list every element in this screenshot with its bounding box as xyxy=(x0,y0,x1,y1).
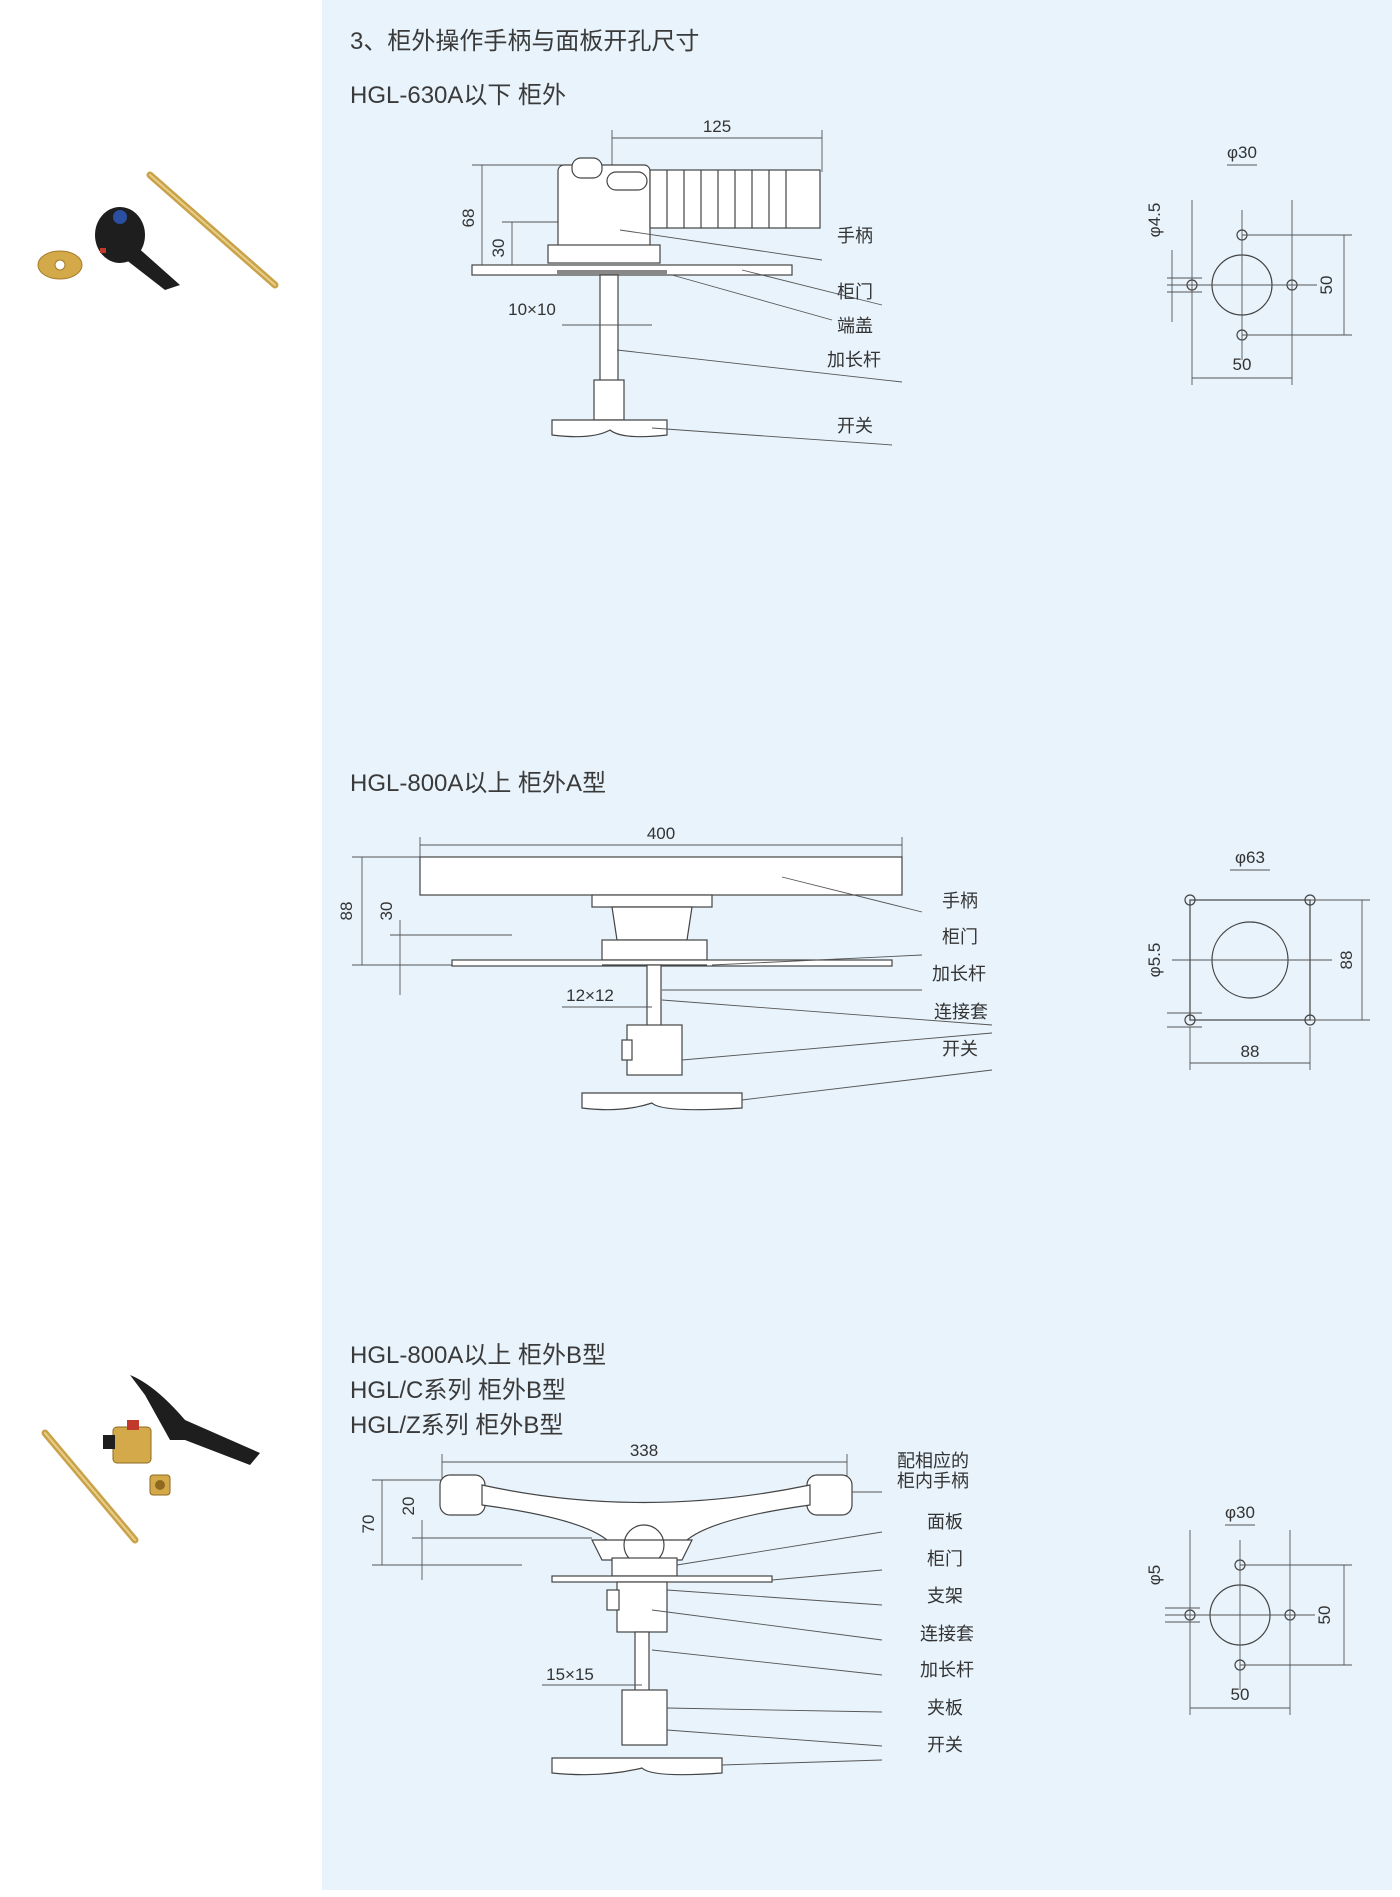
handle-product-photo-1 xyxy=(37,171,279,290)
label-4: 开关 xyxy=(942,1039,978,1059)
dim-shaft: 12×12 xyxy=(566,986,614,1005)
label-3: 加长杆 xyxy=(827,350,881,370)
label-0: 手柄 xyxy=(942,891,978,911)
section-1-title: HGL-630A以下 柜外 xyxy=(350,82,567,109)
label-6: 夹板 xyxy=(927,1698,963,1718)
section-3-title-1: HGL-800A以上 柜外B型 xyxy=(350,1342,607,1369)
panel-cutout-2: φ63 φ5.5 88 88 xyxy=(1145,848,1370,1070)
label-0b: 柜内手柄 xyxy=(897,1471,969,1491)
section-3-title-2: HGL/C系列 柜外B型 xyxy=(350,1377,567,1404)
label-5: 加长杆 xyxy=(920,1660,974,1680)
section-1-drawing: 125 68 30 10×10 手柄 柜门 端盖 加长 xyxy=(322,110,1392,470)
dim-inner: 30 xyxy=(377,902,396,921)
cutout-w: 88 xyxy=(1241,1042,1260,1061)
panel-cutout-1: φ30 φ4.5 50 50 xyxy=(1145,143,1352,385)
cutout-h: 88 xyxy=(1337,951,1356,970)
cutout-diameter: φ30 xyxy=(1225,1503,1255,1522)
cutout-h: 50 xyxy=(1315,1606,1334,1625)
cutout-hole: φ4.5 xyxy=(1145,203,1164,238)
dim-height: 68 xyxy=(459,209,478,228)
dim-inner: 30 xyxy=(489,239,508,258)
dim-width: 338 xyxy=(630,1441,658,1460)
cutout-w: 50 xyxy=(1233,355,1252,374)
content-panel xyxy=(322,0,1392,1890)
dim-width: 125 xyxy=(703,117,731,136)
dim-height: 70 xyxy=(359,1515,378,1534)
dim-shaft: 15×15 xyxy=(546,1665,594,1684)
label-3: 支架 xyxy=(927,1586,963,1606)
label-0a: 配相应的 xyxy=(897,1451,969,1471)
cutout-hole: φ5 xyxy=(1145,1565,1164,1585)
label-2: 加长杆 xyxy=(932,964,986,984)
label-3: 连接套 xyxy=(934,1002,988,1022)
panel-cutout-3: φ30 φ5 50 50 xyxy=(1145,1503,1352,1715)
label-1: 柜门 xyxy=(837,282,873,302)
cutout-hole: φ5.5 xyxy=(1145,943,1164,978)
label-7: 开关 xyxy=(927,1735,963,1755)
label-2: 柜门 xyxy=(927,1549,963,1569)
label-1: 柜门 xyxy=(942,927,978,947)
label-4: 开关 xyxy=(837,416,873,436)
handle-product-photo-2 xyxy=(41,1375,260,1544)
dim-height: 88 xyxy=(337,902,356,921)
label-0: 手柄 xyxy=(837,226,873,246)
cutout-diameter: φ63 xyxy=(1235,848,1265,867)
section-3-drawing: 338 70 20 15×15 配相应的 柜内手柄 面板 柜门 支架 xyxy=(322,1440,1392,1790)
cutout-diameter: φ30 xyxy=(1227,143,1257,162)
dim-shaft: 10×10 xyxy=(508,300,556,319)
section-heading: 3、柜外操作手柄与面板开孔尺寸 xyxy=(350,28,700,55)
section-2-title: HGL-800A以上 柜外A型 xyxy=(350,770,607,797)
dim-width: 400 xyxy=(647,824,675,843)
cutout-w: 50 xyxy=(1231,1685,1250,1704)
section-3-title-3: HGL/Z系列 柜外B型 xyxy=(350,1412,564,1439)
cutout-h: 50 xyxy=(1317,276,1336,295)
label-1: 面板 xyxy=(927,1512,963,1532)
label-4: 连接套 xyxy=(920,1624,974,1644)
label-2: 端盖 xyxy=(837,316,873,336)
dim-inner: 20 xyxy=(399,1497,418,1516)
section-2-drawing: 400 88 30 12×12 手柄 柜门 加长杆 连接套 开关 xyxy=(322,815,1392,1115)
